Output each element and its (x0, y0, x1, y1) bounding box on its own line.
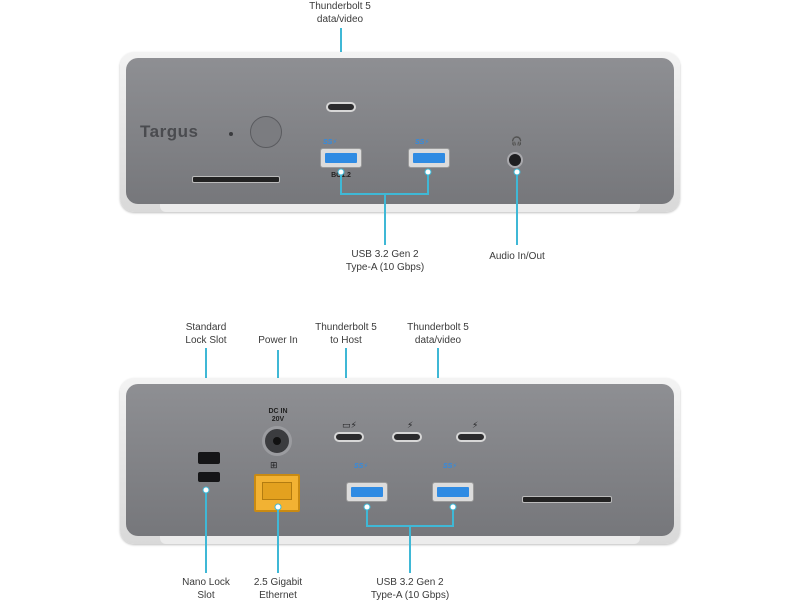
nano-lock-label: Nano Lock Slot (182, 577, 230, 601)
front-usb2-ss-mark: SS⚡ (415, 139, 430, 146)
front-usb2-callout-line (427, 175, 429, 194)
back-dock: DC IN 20V ⊞ ▭⚡ ⚡ ⚡ SS⚡ SS⚡ (120, 378, 680, 544)
power-in-label: Power In (258, 335, 298, 346)
front-tb5-label: Thunderbolt 5 data/video (309, 1, 371, 25)
tb5-data-callout-stem (437, 348, 439, 394)
audio-callout-line (516, 175, 518, 245)
audio-jack (507, 152, 523, 168)
back-usb2-port (432, 482, 474, 502)
headphone-icon: 🎧 (511, 136, 523, 146)
tb5-host-icon: ▭⚡ (342, 420, 357, 430)
tb5-host-label: Thunderbolt 5 to Host (315, 322, 377, 346)
audio-label: Audio In/Out (489, 251, 545, 262)
back-usb1-callout-line (366, 510, 368, 526)
back-usb2-callout-line (452, 510, 454, 526)
tb5-data1-port (392, 432, 422, 442)
front-usb1-port (320, 148, 362, 168)
power-in-callout-line (277, 350, 279, 402)
tb5-host-port (334, 432, 364, 442)
standard-lock-slot (198, 452, 220, 464)
back-bottom-rim (160, 536, 640, 544)
ethernet-label: 2.5 Gigabit Ethernet (253, 577, 303, 601)
nano-lock-callout-line (205, 493, 207, 573)
power-in-jack[interactable] (262, 426, 292, 456)
power-in-pin (273, 437, 281, 445)
ethernet-port-socket (262, 482, 292, 500)
back-usb1-ss-mark: SS⚡ (354, 463, 369, 470)
dc-in-text: DC IN 20V (268, 408, 288, 423)
brand-logo: Targus (140, 122, 199, 141)
nano-lock-slot (198, 472, 220, 482)
back-usb1-port (346, 482, 388, 502)
front-usb1-ss-mark: SS⚡ (323, 139, 338, 146)
back-usb2-ss-mark: SS⚡ (443, 463, 458, 470)
front-dock: Targus SS⚡ BC1.2 SS⚡ 🎧 (120, 52, 680, 212)
power-indicator-dot (229, 132, 233, 136)
front-bottom-rim (160, 204, 640, 212)
back-panel: DC IN 20V ⊞ ▭⚡ ⚡ ⚡ SS⚡ SS⚡ (126, 384, 674, 536)
tb5-data-label: Thunderbolt 5 data/video (407, 322, 469, 346)
front-usb-callout-stem (384, 193, 386, 245)
tb5-data1-icon: ⚡ (407, 420, 414, 430)
front-tb5-port (326, 102, 356, 112)
back-usb-callout-stem (409, 525, 411, 573)
tb5-data2-icon: ⚡ (472, 420, 479, 430)
front-card-slot (192, 176, 280, 183)
front-usb2-port (408, 148, 450, 168)
back-usb-label: USB 3.2 Gen 2 Type-A (10 Gbps) (370, 577, 450, 601)
front-usb-label: USB 3.2 Gen 2 Type-A (10 Gbps) (345, 249, 425, 273)
lock-slot-label: Standard Lock Slot (185, 322, 227, 346)
ethernet-icon: ⊞ (270, 460, 278, 470)
tb5-data2-port (456, 432, 486, 442)
ethernet-callout-line (277, 510, 279, 573)
front-usb1-callout-line (340, 175, 342, 194)
front-panel: Targus SS⚡ BC1.2 SS⚡ 🎧 (126, 58, 674, 204)
back-card-slot (522, 496, 612, 503)
power-button[interactable] (250, 116, 282, 148)
